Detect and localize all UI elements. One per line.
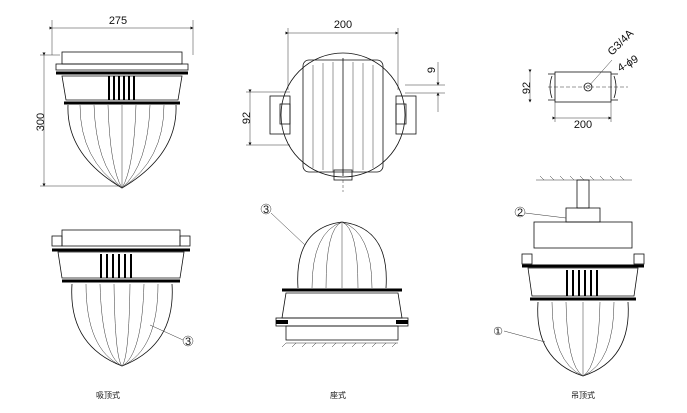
dim-base-width: 200 — [334, 19, 352, 31]
ceiling-mount-view: 3 — [51, 229, 194, 367]
label-holes: 4-ϕ9 — [616, 53, 641, 74]
dim-plan-width: 200 — [574, 119, 592, 131]
dim-gap: 9 — [426, 67, 438, 73]
dim-top-width: 275 — [109, 15, 127, 27]
label-thread: G3/4A — [606, 27, 637, 58]
dim-height: 300 — [35, 113, 47, 131]
plan-view-top-middle: 200 9 92 — [241, 19, 445, 192]
dim-plan-depth: 92 — [521, 82, 533, 94]
callout-3-middle: 3 — [263, 204, 269, 216]
elevation-view-top-left: 275 300 — [35, 15, 194, 189]
callout-2-right: 2 — [517, 207, 523, 219]
mounting-plan-top-right: G3/4A 4-ϕ9 92 200 — [521, 27, 641, 131]
pendant-mount-view: 2 ① — [493, 175, 645, 377]
dim-base-depth: 92 — [241, 112, 253, 124]
caption-pendant: 吊顶式 — [571, 390, 595, 400]
seat-mount-view: 3 — [260, 203, 409, 348]
caption-ceiling: 吸顶式 — [96, 390, 120, 400]
caption-seat: 座式 — [330, 390, 346, 400]
callout-3-left: 3 — [185, 336, 191, 348]
callout-1-right: ① — [493, 326, 503, 338]
